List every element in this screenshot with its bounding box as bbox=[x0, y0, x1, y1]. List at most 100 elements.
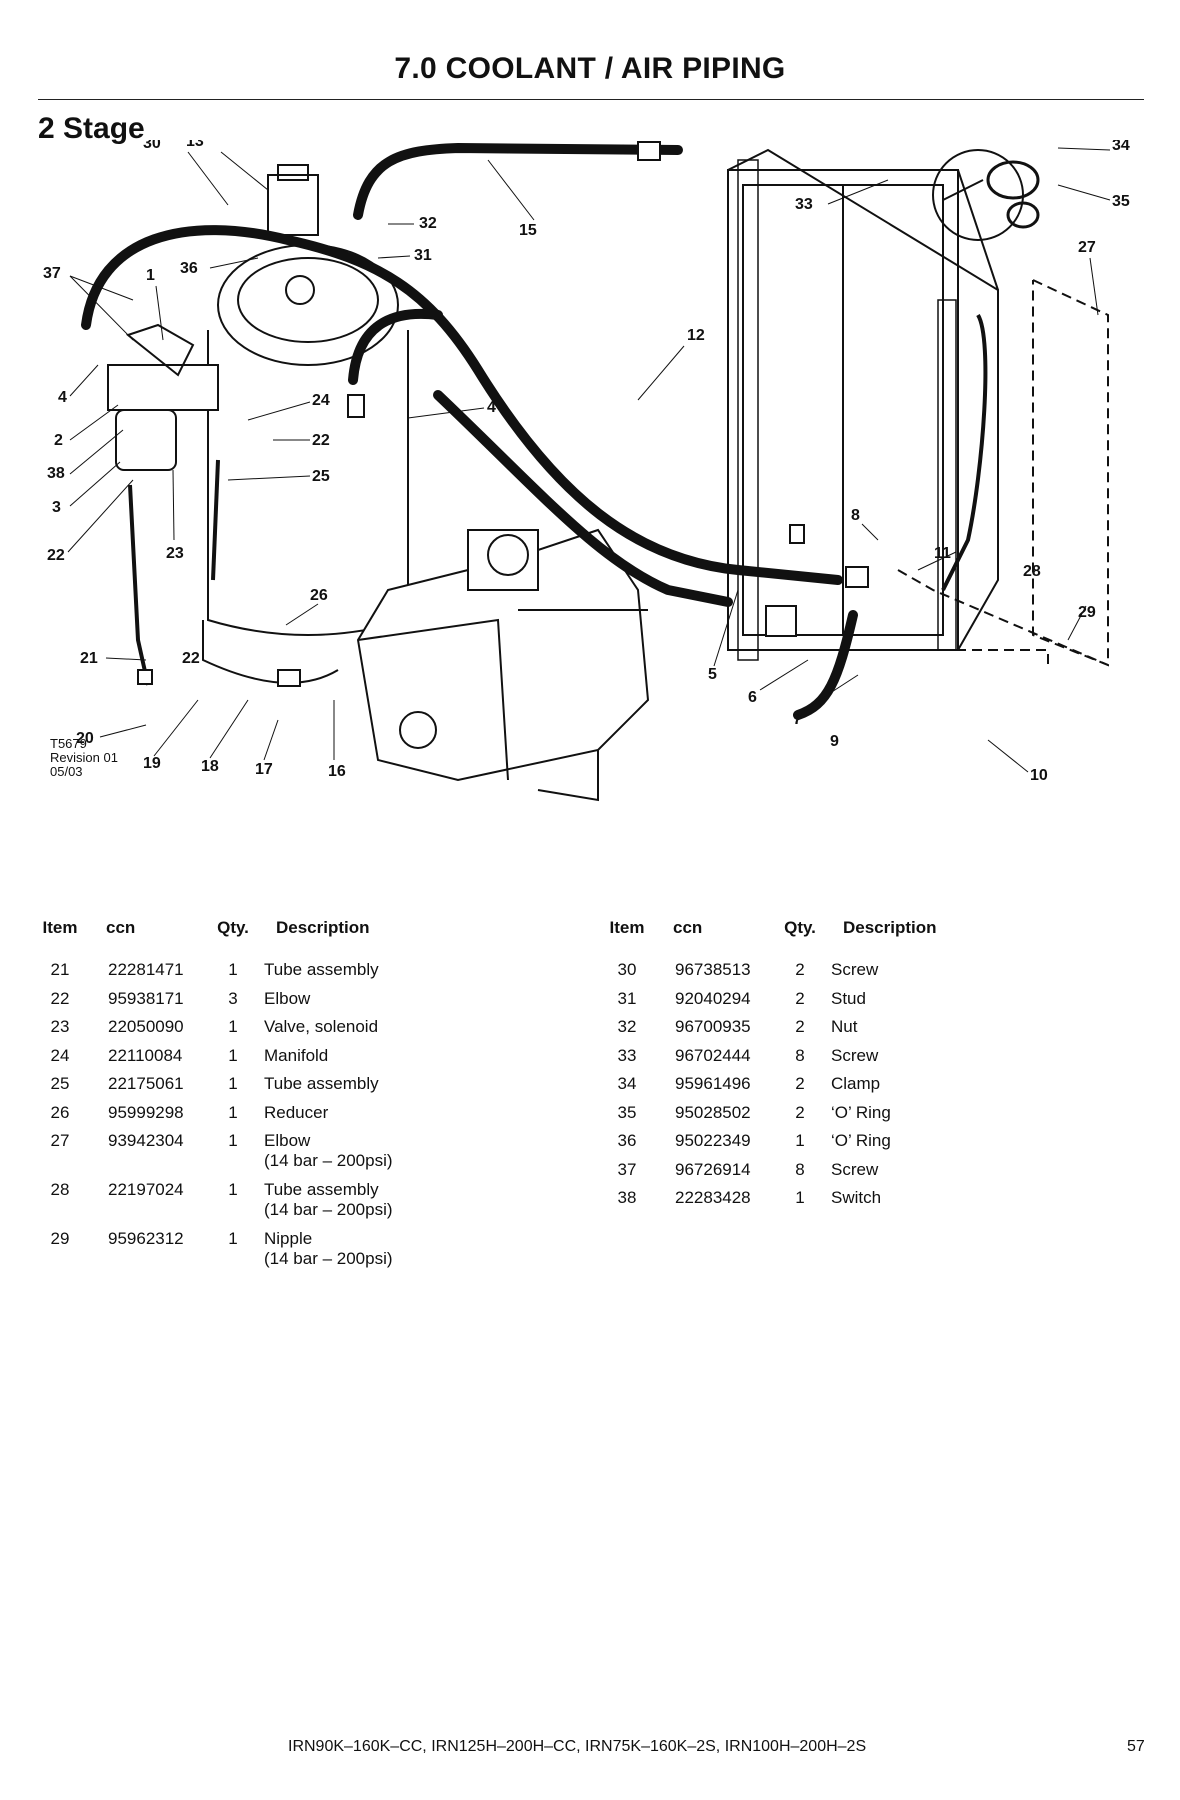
item-cell: 23 bbox=[50, 1017, 70, 1036]
qty-cell: 1 bbox=[795, 1131, 805, 1150]
ccn-cell: 95028502 bbox=[675, 1102, 751, 1122]
callout-8: 8 bbox=[851, 507, 860, 524]
description-cell: Elbow bbox=[264, 988, 311, 1008]
description-cell: Nipple(14 bar – 200psi) bbox=[264, 1229, 393, 1269]
hose-4 bbox=[348, 308, 443, 385]
description-cell: Valve, solenoid bbox=[264, 1017, 379, 1036]
item-cell: 21 bbox=[50, 960, 70, 979]
col-ccn-header: ccn bbox=[106, 918, 136, 937]
callout-6: 6 bbox=[748, 689, 757, 706]
col-ccn-header: ccn bbox=[673, 918, 703, 937]
table-header: Item ccn Qty. Description bbox=[38, 918, 498, 948]
callout-29: 29 bbox=[1078, 604, 1096, 621]
qty-cell: 1 bbox=[228, 1045, 238, 1065]
description-cell: Tube assembly bbox=[264, 960, 379, 979]
callout-11: 11 bbox=[934, 545, 951, 562]
item-cell: 33 bbox=[617, 1045, 637, 1065]
col-description-header: Description bbox=[276, 918, 370, 937]
table-header: Item ccn Qty. Description bbox=[605, 918, 1065, 948]
callout-12: 12 bbox=[687, 327, 705, 344]
description-note: (14 bar – 200psi) bbox=[264, 1200, 393, 1219]
callout-3: 3 bbox=[52, 499, 61, 516]
hose-10 bbox=[793, 610, 858, 720]
clamp-inset-drawing bbox=[932, 149, 1040, 241]
ccn-cell: 22283428 bbox=[675, 1188, 751, 1207]
callout-22-b: 22 bbox=[312, 432, 330, 449]
item-cell: 37 bbox=[617, 1159, 637, 1179]
item-cell: 24 bbox=[50, 1045, 70, 1065]
airend-drawing bbox=[356, 528, 650, 802]
ccn-cell: 96700935 bbox=[675, 1017, 751, 1036]
ccn-cell: 22281471 bbox=[108, 960, 184, 979]
description-cell: Manifold bbox=[264, 1045, 329, 1065]
callout-9: 9 bbox=[830, 733, 839, 750]
figure-note-line-1: T5679 bbox=[50, 736, 87, 751]
item-cell: 38 bbox=[617, 1188, 637, 1207]
callout-15: 15 bbox=[519, 222, 537, 239]
description-cell: Nut bbox=[831, 1017, 858, 1036]
col-item-header: Item bbox=[609, 918, 645, 937]
section-subtitle: 2 Stage bbox=[38, 112, 145, 145]
filter-housing-drawing bbox=[107, 323, 219, 471]
description-text: Nipple bbox=[264, 1229, 313, 1248]
callout-18: 18 bbox=[201, 758, 219, 775]
leader-lines bbox=[67, 147, 1111, 773]
ccn-cell: 22110084 bbox=[108, 1045, 183, 1065]
callout-28: 28 bbox=[1023, 563, 1041, 580]
callout-30: 30 bbox=[143, 140, 161, 152]
ccn-cell: 95022349 bbox=[675, 1131, 751, 1150]
callout-27: 27 bbox=[1078, 239, 1096, 256]
page-number: 57 bbox=[1127, 1738, 1145, 1755]
callout-24: 24 bbox=[312, 392, 330, 409]
description-text: Tube assembly bbox=[264, 1180, 379, 1199]
figure-note-line-3: 05/03 bbox=[50, 764, 83, 779]
callout-19: 19 bbox=[143, 755, 161, 772]
callout-36: 36 bbox=[180, 260, 198, 277]
hose-15 bbox=[353, 142, 683, 220]
ccn-cell: 92040294 bbox=[675, 988, 751, 1008]
qty-cell: 8 bbox=[795, 1045, 805, 1065]
ccn-cell: 22050090 bbox=[108, 1017, 184, 1036]
description-cell: Stud bbox=[831, 988, 866, 1008]
callout-4-left: 4 bbox=[58, 389, 67, 406]
description-cell: Tube assembly(14 bar – 200psi) bbox=[264, 1180, 393, 1220]
callout-32: 32 bbox=[419, 215, 437, 232]
tube-25 bbox=[211, 459, 220, 581]
col-qty-header: Qty. bbox=[784, 918, 816, 937]
item-cell: 31 bbox=[617, 988, 637, 1008]
callout-21: 21 bbox=[80, 650, 98, 667]
callout-13: 13 bbox=[186, 140, 204, 150]
callout-1: 1 bbox=[146, 267, 155, 284]
callout-16: 16 bbox=[328, 763, 346, 780]
fittings bbox=[137, 141, 869, 687]
dashed-outline bbox=[828, 279, 1109, 667]
diagram-svg: T5679 Revision 01 05/03 30 13 32 3 1 15 3… bbox=[43, 133, 1130, 802]
item-cell: 27 bbox=[50, 1131, 70, 1150]
qty-cell: 1 bbox=[228, 1229, 238, 1248]
qty-cell: 2 bbox=[795, 960, 805, 979]
callout-2: 2 bbox=[54, 432, 63, 449]
item-cell: 25 bbox=[50, 1074, 70, 1093]
figure-note-line-2: Revision 01 bbox=[50, 750, 118, 765]
callout-10: 10 bbox=[1030, 767, 1048, 784]
qty-cell: 1 bbox=[228, 1131, 238, 1150]
description-note: (14 bar – 200psi) bbox=[264, 1249, 393, 1268]
description-cell: Tube assembly bbox=[264, 1074, 379, 1093]
tube-28 bbox=[941, 313, 988, 591]
col-item-header: Item bbox=[42, 918, 78, 937]
callout-22-a: 22 bbox=[47, 547, 65, 564]
title-rule bbox=[38, 99, 1144, 100]
qty-cell: 2 bbox=[795, 1017, 805, 1036]
qty-cell: 2 bbox=[795, 1074, 805, 1093]
